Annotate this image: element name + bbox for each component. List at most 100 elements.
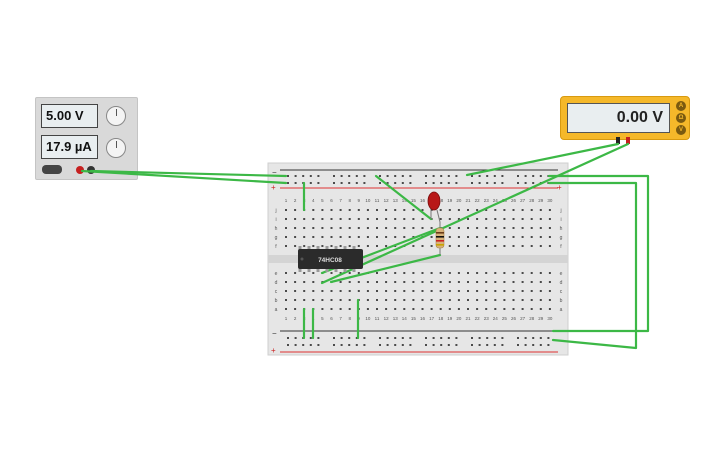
row-letter-right: a xyxy=(560,307,563,313)
multimeter[interactable]: 0.00 V A Ω V xyxy=(560,96,690,140)
rail-plus-label-top: + xyxy=(271,183,276,192)
terminal-hole xyxy=(503,308,506,310)
terminal-hole xyxy=(530,236,533,238)
terminal-hole xyxy=(394,218,397,220)
terminal-hole xyxy=(412,236,415,238)
terminal-hole xyxy=(312,236,315,238)
rail-hole xyxy=(287,337,289,339)
terminal-hole xyxy=(303,245,306,247)
terminal-hole xyxy=(530,227,533,229)
voltage-mode-button[interactable]: V xyxy=(676,125,686,135)
terminal-hole xyxy=(394,281,397,283)
rail-hole xyxy=(287,344,289,346)
power-supply[interactable]: 5.00 V 17.9 µA xyxy=(35,97,138,180)
rail-hole xyxy=(302,344,305,346)
probe-black[interactable] xyxy=(616,137,620,144)
resistance-mode-button[interactable]: Ω xyxy=(676,113,686,123)
terminal-hole xyxy=(476,308,479,310)
terminal-hole xyxy=(439,227,442,229)
column-number-bottom: 7 xyxy=(339,316,342,321)
terminal-hole xyxy=(294,209,297,211)
rail-hole xyxy=(425,182,427,184)
terminal-hole xyxy=(312,308,315,310)
rail-hole xyxy=(386,175,389,177)
rail-hole xyxy=(539,344,542,346)
rail-hole xyxy=(501,337,504,339)
rail-hole xyxy=(379,344,381,346)
column-number-bottom: 8 xyxy=(348,316,351,321)
terminal-hole xyxy=(485,281,488,283)
terminal-hole xyxy=(412,308,415,310)
terminal-hole xyxy=(430,281,433,283)
column-number-top: 27 xyxy=(520,198,526,203)
terminal-hole xyxy=(485,245,488,247)
terminal-hole xyxy=(348,245,351,247)
right-rail-jumper-b xyxy=(547,181,638,350)
rail-hole xyxy=(355,182,358,184)
terminal-hole xyxy=(339,236,342,238)
terminal-hole xyxy=(503,218,506,220)
current-knob[interactable] xyxy=(106,138,126,158)
rail-hole xyxy=(547,182,550,184)
terminal-hole xyxy=(294,299,297,301)
column-number-top: 30 xyxy=(547,198,553,203)
chip-pin-top xyxy=(343,246,347,250)
current-mode-button[interactable]: A xyxy=(676,101,686,111)
terminal-hole xyxy=(366,218,369,220)
rail-hole xyxy=(309,175,312,177)
rail-hole xyxy=(539,175,542,177)
terminal-hole xyxy=(285,236,287,238)
terminal-hole xyxy=(321,209,324,211)
positive-terminal[interactable] xyxy=(76,166,84,174)
probe-red[interactable] xyxy=(626,137,630,144)
terminal-hole xyxy=(530,209,533,211)
rail-plus-label-top-right: + xyxy=(557,183,562,192)
rail-hole xyxy=(478,182,481,184)
terminal-hole xyxy=(448,236,451,238)
terminal-hole xyxy=(512,290,515,292)
column-number-top: 24 xyxy=(493,198,499,203)
row-letter-right: c xyxy=(560,289,563,295)
rail-hole xyxy=(532,337,535,339)
row-letter-right: d xyxy=(560,280,563,286)
column-number-top: 12 xyxy=(384,198,390,203)
terminal-hole xyxy=(539,245,542,247)
terminal-hole xyxy=(521,308,524,310)
terminal-hole xyxy=(385,218,388,220)
terminal-hole xyxy=(539,272,542,274)
chip-pin-bottom xyxy=(316,268,320,272)
power-switch[interactable] xyxy=(42,165,62,174)
terminal-hole xyxy=(303,308,306,310)
terminal-hole xyxy=(357,308,360,310)
row-letter-right: j xyxy=(559,208,561,214)
terminal-hole xyxy=(285,308,287,310)
chip-pin-top xyxy=(298,246,302,250)
rail-hole xyxy=(432,344,435,346)
terminal-hole xyxy=(448,299,451,301)
column-number-top: 21 xyxy=(465,198,471,203)
terminal-hole xyxy=(430,236,433,238)
column-number-bottom: 26 xyxy=(511,316,517,321)
negative-terminal[interactable] xyxy=(87,166,95,174)
terminal-hole xyxy=(503,290,506,292)
terminal-hole xyxy=(366,209,369,211)
column-number-top: 29 xyxy=(538,198,544,203)
rail-hole xyxy=(294,182,297,184)
terminal-hole xyxy=(412,245,415,247)
resistor-band xyxy=(436,236,444,238)
terminal-hole xyxy=(548,308,551,310)
terminal-hole xyxy=(430,272,433,274)
terminal-hole xyxy=(421,227,424,229)
rail-hole xyxy=(486,337,489,339)
terminal-hole xyxy=(539,290,542,292)
rail-hole xyxy=(517,175,519,177)
row-letter-left: a xyxy=(275,307,278,313)
rail-hole xyxy=(547,175,550,177)
column-number-top: 1 xyxy=(285,198,288,203)
terminal-hole xyxy=(321,245,324,247)
voltage-knob[interactable] xyxy=(106,106,126,126)
column-number-bottom: 29 xyxy=(538,316,544,321)
column-number-bottom: 21 xyxy=(465,316,471,321)
rail-hole xyxy=(432,337,435,339)
column-number-top: 5 xyxy=(321,198,324,203)
